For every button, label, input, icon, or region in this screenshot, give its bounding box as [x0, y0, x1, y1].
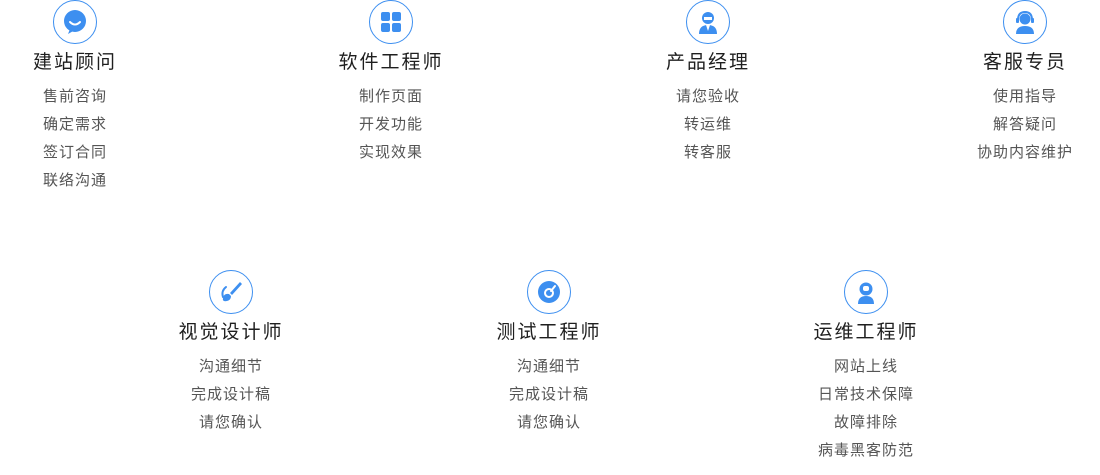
task-item: 转运维: [683, 115, 732, 133]
task-item: 病毒黑客防范: [817, 441, 914, 459]
task-list: 网站上线 日常技术保障 故障排除 病毒黑客防范: [818, 352, 914, 464]
role-title: 产品经理: [665, 51, 750, 73]
task-item: 请您验收: [675, 87, 740, 105]
manager-person-icon: [686, 0, 730, 44]
role-title: 建站顾问: [32, 51, 117, 73]
role-card-site-consultant: 建站顾问 售前咨询 确定需求 签订合同 联络沟通: [0, 0, 175, 194]
role-title: 客服专员: [982, 51, 1067, 73]
task-item: 使用指导: [992, 87, 1057, 105]
role-card-customer-service: 客服专员 使用指导 解答疑问 协助内容维护: [925, 0, 1100, 166]
role-card-test-engineer: 测试工程师 沟通细节 完成设计稿 请您确认: [449, 270, 649, 436]
grid-apps-icon: [369, 0, 413, 44]
task-item: 完成设计稿: [508, 385, 589, 403]
task-list: 沟通细节 完成设计稿 请您确认: [191, 352, 271, 436]
task-item: 售前咨询: [42, 87, 107, 105]
role-card-ops-engineer: 运维工程师 网站上线 日常技术保障 故障排除 病毒黑客防范: [766, 270, 966, 464]
task-list: 制作页面 开发功能 实现效果: [359, 82, 423, 166]
task-item: 联络沟通: [42, 171, 107, 189]
task-item: 完成设计稿: [190, 385, 271, 403]
role-card-visual-designer: 视觉设计师 沟通细节 完成设计稿 请您确认: [131, 270, 331, 436]
role-title: 运维工程师: [813, 321, 919, 343]
task-list: 沟通细节 完成设计稿 请您确认: [509, 352, 589, 436]
task-item: 解答疑问: [992, 115, 1057, 133]
task-item: 网站上线: [833, 357, 898, 375]
task-item: 实现效果: [358, 143, 423, 161]
headset-person-icon: [1003, 0, 1047, 44]
task-item: 确定需求: [42, 115, 107, 133]
task-item: 沟通细节: [198, 357, 263, 375]
task-item: 开发功能: [358, 115, 423, 133]
role-title: 测试工程师: [496, 321, 602, 343]
role-card-product-manager: 产品经理 请您验收 转运维 转客服: [608, 0, 808, 166]
task-item: 沟通细节: [516, 357, 581, 375]
task-item: 签订合同: [42, 143, 107, 161]
task-list: 请您验收 转运维 转客服: [676, 82, 740, 166]
task-item: 请您确认: [198, 413, 263, 431]
engineer-person-icon: [844, 270, 888, 314]
role-title: 软件工程师: [338, 51, 444, 73]
task-item: 日常技术保障: [817, 385, 914, 403]
role-card-software-engineer: 软件工程师 制作页面 开发功能 实现效果: [291, 0, 491, 166]
task-item: 制作页面: [358, 87, 423, 105]
task-item: 请您确认: [516, 413, 581, 431]
chat-bubble-icon: [53, 0, 97, 44]
paint-brush-icon: [209, 270, 253, 314]
task-list: 使用指导 解答疑问 协助内容维护: [977, 82, 1073, 166]
task-item: 转客服: [683, 143, 732, 161]
gauge-icon: [527, 270, 571, 314]
task-item: 故障排除: [833, 413, 898, 431]
task-item: 协助内容维护: [976, 143, 1073, 161]
role-title: 视觉设计师: [178, 321, 284, 343]
task-list: 售前咨询 确定需求 签订合同 联络沟通: [43, 82, 107, 194]
